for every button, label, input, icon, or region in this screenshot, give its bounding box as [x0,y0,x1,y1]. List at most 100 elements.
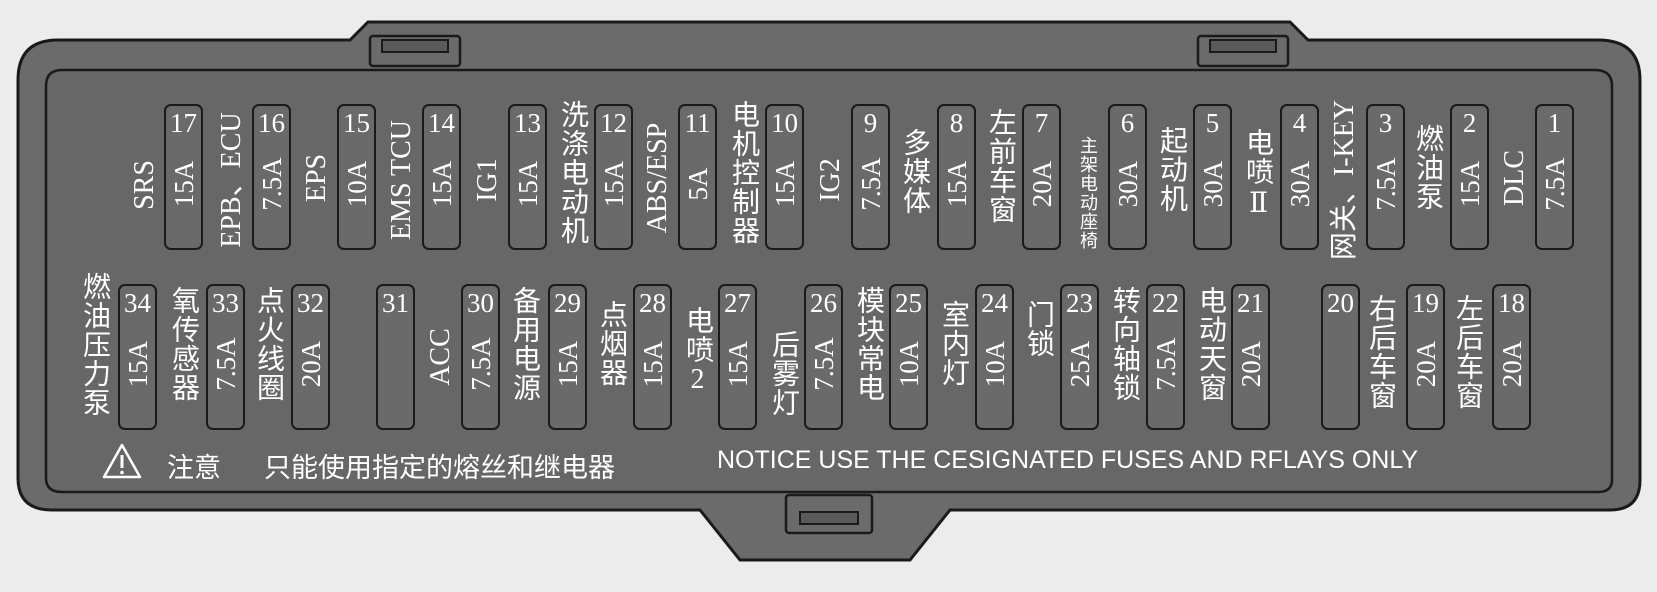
fuse-top-14[interactable]: 14 15A [422,104,461,250]
fuse-rating: 15A [769,160,800,208]
fuse-number: 14 [428,108,455,138]
fuse-label-3: 网关、I-KEY [1329,99,1360,261]
fuse-number: 11 [684,108,711,138]
fuse-number: 4 [1292,108,1307,138]
fuse-label-14: EMS TCU [386,119,417,241]
fuse-label-1: DLC [1499,150,1530,206]
fuse-bottom-33[interactable]: 33 7.5A [206,284,245,430]
fuse-number: 26 [810,288,837,318]
fuse-bottom-18[interactable]: 18 20A [1492,284,1531,430]
fuse-number: 5 [1205,108,1220,138]
fuse-number: 13 [514,108,541,138]
fuse-top-3[interactable]: 3 7.5A [1366,104,1405,250]
fuse-number: 19 [1412,288,1439,318]
fuse-number: 17 [170,108,197,138]
notice-row: 注意 只能使用指定的熔丝和继电器 NOTICE USE THE CESIGNAT… [102,443,1582,483]
fuse-label-11: ABS/ESP [642,122,673,234]
fuse-label-27: 电喷2 [682,306,713,396]
fuse-label-24: 室内灯 [938,300,969,387]
fuse-top-13[interactable]: 13 15A [508,104,547,250]
fuse-label-29: 备用电源 [509,286,540,402]
fuse-rating: 7.5A [855,157,886,211]
fuse-top-7[interactable]: 7 20A [1022,104,1061,250]
fuse-label-7: 左前车窗 [985,108,1016,224]
fuse-rating: 7.5A [1370,157,1401,211]
fuse-top-15[interactable]: 15 10A [337,104,376,250]
fuse-rating: 15A [426,160,457,208]
fuse-rating: 20A [295,340,326,388]
fuse-bottom-24[interactable]: 24 10A [975,284,1014,430]
fuse-top-10[interactable]: 10 15A [765,104,804,250]
fuse-number: 30 [467,288,494,318]
fuse-number: 12 [600,108,627,138]
fuse-number: 8 [949,108,964,138]
fuse-label-20: 右后车窗 [1365,294,1396,410]
fuse-bottom-29[interactable]: 29 15A [548,284,587,430]
fuse-rating: 15A [941,160,972,208]
fuse-number: 7 [1034,108,1049,138]
fuse-bottom-20[interactable]: 20 [1321,284,1360,430]
fuse-number: 16 [258,108,285,138]
fuse-rating: 15A [637,340,668,388]
fuse-top-8[interactable]: 8 15A [937,104,976,250]
fuse-label-26: 后雾灯 [768,330,799,417]
fuse-top-9[interactable]: 9 7.5A [851,104,890,250]
fuse-number: 32 [297,288,324,318]
notice-cn-label: 注意 [167,453,221,483]
fuse-number: 27 [724,288,751,318]
fuse-bottom-27[interactable]: 27 15A [718,284,757,430]
fuse-number: 15 [343,108,370,138]
fuse-rating: 7.5A [465,337,496,391]
fuse-rating: 25A [1064,340,1095,388]
fuse-rating: 30A [1284,160,1315,208]
fuse-bottom-34[interactable]: 34 15A [118,284,157,430]
fuse-rating: 5A [682,167,713,201]
fuse-number: 18 [1498,288,1525,318]
fuse-rating: 15A [122,340,153,388]
fuse-rating: 7.5A [1539,157,1570,211]
fuse-number: 2 [1462,108,1477,138]
fuse-rating: 7.5A [1150,337,1181,391]
fuse-bottom-21[interactable]: 21 20A [1231,284,1270,430]
fuse-rating: 15A [512,160,543,208]
fuse-rating: 15A [168,160,199,208]
fuse-rating: 15A [1454,160,1485,208]
fuse-top-16[interactable]: 16 7.5A [252,104,291,250]
fuse-label-17: SRS [129,160,160,210]
fuse-bottom-25[interactable]: 25 10A [889,284,928,430]
fuse-bottom-28[interactable]: 28 15A [633,284,672,430]
fuse-number: 28 [639,288,666,318]
fuse-top-12[interactable]: 12 15A [594,104,633,250]
fuse-top-2[interactable]: 2 15A [1450,104,1489,250]
fuse-number: 9 [863,108,878,138]
fuse-label-32: 点火线圈 [253,286,284,402]
fuse-top-17[interactable]: 17 15A [164,104,203,250]
fuse-label-5: 起动机 [1156,126,1187,213]
fuse-bottom-31[interactable]: 31 [376,284,415,430]
fuse-label-6: 主架电动座椅 [1078,136,1098,250]
fuse-top-11[interactable]: 11 5A [678,104,717,250]
fuse-rating: 10A [979,340,1010,388]
fuse-rating: 30A [1112,160,1143,208]
fuse-top-4[interactable]: 4 30A [1280,104,1319,250]
fuse-bottom-23[interactable]: 23 25A [1060,284,1099,430]
fuse-bottom-22[interactable]: 22 7.5A [1146,284,1185,430]
notice-cn-text: 只能使用指定的熔丝和继电器 [264,453,615,483]
fuse-top-6[interactable]: 6 30A [1108,104,1147,250]
fuse-label-15: EPS [301,153,332,203]
fuse-top-1[interactable]: 1 7.5A [1535,104,1574,250]
fuse-number: 22 [1152,288,1179,318]
fuse-bottom-30[interactable]: 30 7.5A [461,284,500,430]
fuse-rating: 30A [1197,160,1228,208]
fuse-rating: 7.5A [808,337,839,391]
fuse-number: 21 [1237,288,1264,318]
fuse-number: 25 [895,288,922,318]
fuse-rating: 15A [722,340,753,388]
fuse-top-5[interactable]: 5 30A [1193,104,1232,250]
fuse-bottom-19[interactable]: 19 20A [1406,284,1445,430]
fuse-number: 6 [1120,108,1135,138]
fuse-bottom-32[interactable]: 32 20A [291,284,330,430]
fuse-number: 3 [1378,108,1393,138]
fuse-bottom-26[interactable]: 26 7.5A [804,284,843,430]
fuse-number: 23 [1066,288,1093,318]
